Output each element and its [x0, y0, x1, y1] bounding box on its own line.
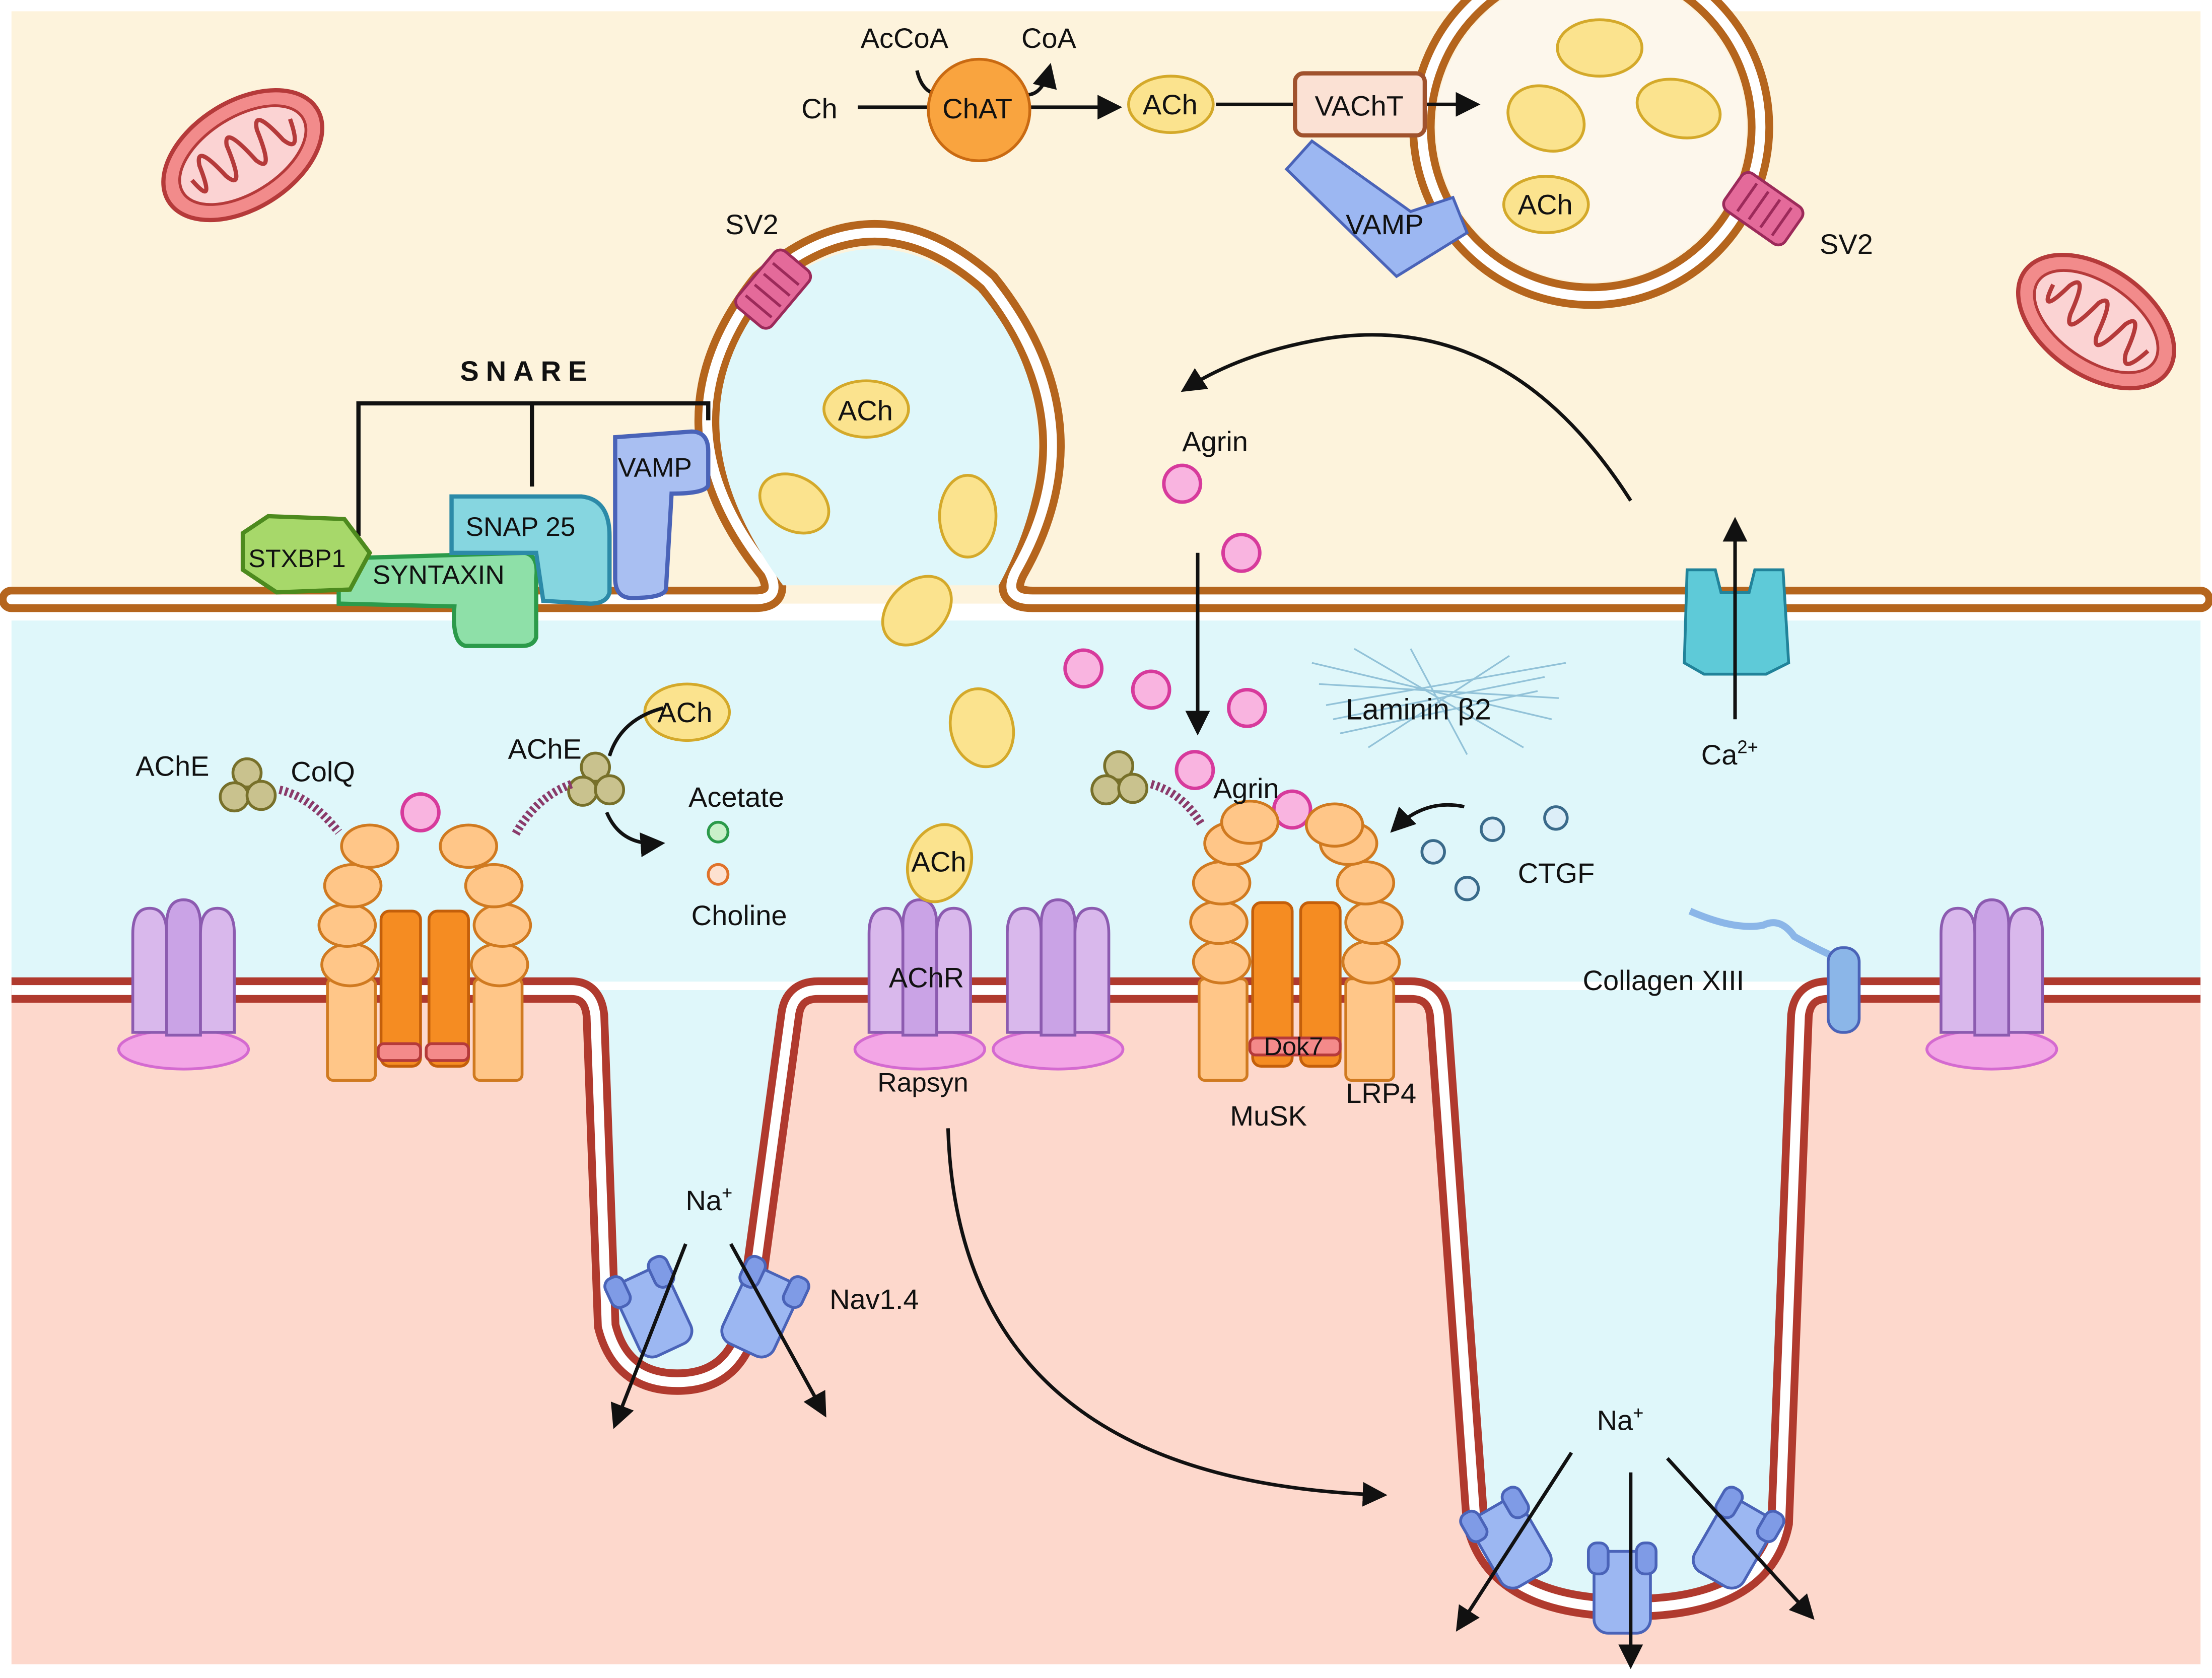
postsynaptic-region — [11, 990, 2201, 1664]
label-snap25: SNAP 25 — [466, 512, 576, 542]
label-sodium-right-charge: + — [1633, 1402, 1643, 1423]
label-collagen-xiii: Collagen XIII — [1583, 964, 1745, 996]
label-coa: CoA — [1021, 22, 1077, 54]
label-stxbp1: STXBP1 — [248, 544, 345, 573]
achr-receptor-3 — [993, 900, 1123, 1069]
label-sv2-vesicle: SV2 — [1820, 228, 1873, 260]
label-nav14: Nav1.4 — [830, 1283, 919, 1315]
label-agrin-bound: Agrin — [1213, 773, 1279, 804]
agrin-molecules — [400, 463, 1312, 832]
label-laminin: Laminin β2 — [1346, 693, 1491, 726]
label-chat: ChAT — [942, 93, 1012, 124]
label-sv2-fused: SV2 — [725, 208, 779, 240]
ache-colq-right — [511, 706, 665, 857]
postsynaptic-fold-cleft — [595, 990, 1800, 1597]
label-musk: MuSK — [1230, 1100, 1307, 1132]
ctgf-molecules — [1420, 805, 1569, 901]
presynaptic-region — [11, 11, 2201, 604]
label-syntaxin: SYNTAXIN — [373, 560, 505, 590]
ach-pathway-molecule — [1127, 75, 1215, 134]
label-ch: Ch — [801, 93, 838, 124]
label-ach-pathway: ACh — [1143, 89, 1198, 120]
label-sodium-left-base: Na — [685, 1184, 722, 1216]
snare-complex — [240, 429, 711, 648]
postsynaptic-membrane — [11, 977, 2201, 1621]
label-ache-left: AChE — [135, 750, 209, 782]
retrograde-signal-arrow — [1181, 333, 1632, 502]
vesicle-ach-molecules — [1502, 18, 1722, 234]
label-ctgf: CTGF — [1518, 857, 1595, 889]
label-sodium-left-charge: + — [722, 1182, 732, 1203]
label-accoa: AcCoA — [861, 22, 949, 54]
label-choline: Choline — [692, 899, 787, 931]
label-calcium-charge: 2+ — [1737, 736, 1758, 757]
label-sodium-right: Na+ — [1597, 1402, 1644, 1436]
acetate-molecule — [707, 820, 730, 844]
label-achr: AChR — [889, 961, 964, 993]
nav-channels-right — [1456, 1451, 1815, 1669]
sv2-fused-protein — [734, 248, 812, 330]
label-ach-cleft: ACh — [657, 696, 712, 728]
label-calcium: Ca2+ — [1701, 736, 1758, 770]
label-dok7: Dok7 — [1264, 1032, 1324, 1061]
label-acetate: Acetate — [688, 781, 784, 813]
achr-receptor-4 — [1927, 900, 2057, 1069]
sv2-vesicle-protein — [1722, 171, 1805, 247]
achr-receptor-1 — [119, 900, 249, 1069]
chat-enzyme — [927, 57, 1031, 163]
nav-channels-left — [602, 1243, 826, 1429]
label-vamp-vesicle: VAMP — [1346, 208, 1424, 240]
ache-colq-left — [220, 759, 342, 835]
label-colq: ColQ — [291, 755, 355, 787]
snare-bracket — [356, 401, 711, 536]
label-agrin-top: Agrin — [1182, 426, 1248, 457]
ach-synthesis-pathway — [858, 57, 1481, 163]
musk-lrp4-complex-left — [317, 823, 532, 1082]
label-vacht: VAChT — [1315, 90, 1403, 122]
depolarization-spread-arrow — [946, 1128, 1388, 1507]
label-ache-right: AChE — [508, 733, 582, 765]
musk-lrp4-complex-right — [1092, 752, 1465, 1082]
label-rapsyn: Rapsyn — [877, 1068, 968, 1098]
label-snare: SNARE — [460, 355, 594, 387]
vacht-transporter — [1293, 71, 1427, 138]
label-sodium-left: Na+ — [685, 1182, 732, 1216]
choline-molecule — [707, 863, 730, 886]
calcium-channel — [1683, 517, 1790, 720]
label-vamp-snare: VAMP — [618, 453, 692, 483]
label-sodium-right-base: Na — [1597, 1405, 1633, 1436]
label-lrp4: LRP4 — [1346, 1077, 1416, 1109]
label-ach-vesicle: ACh — [1518, 189, 1573, 221]
laminin-network — [1311, 648, 1566, 755]
collagen-xiii — [1688, 907, 1861, 1034]
ach-bound-molecule — [906, 823, 974, 903]
cleft-ach-molecules — [643, 379, 1015, 768]
vesicle-vamp — [1284, 139, 1469, 278]
presynaptic-membrane — [0, 220, 2212, 612]
label-ach-bound: ACh — [912, 846, 966, 878]
label-calcium-base: Ca — [1701, 739, 1738, 771]
label-ach-fused: ACh — [838, 395, 893, 427]
